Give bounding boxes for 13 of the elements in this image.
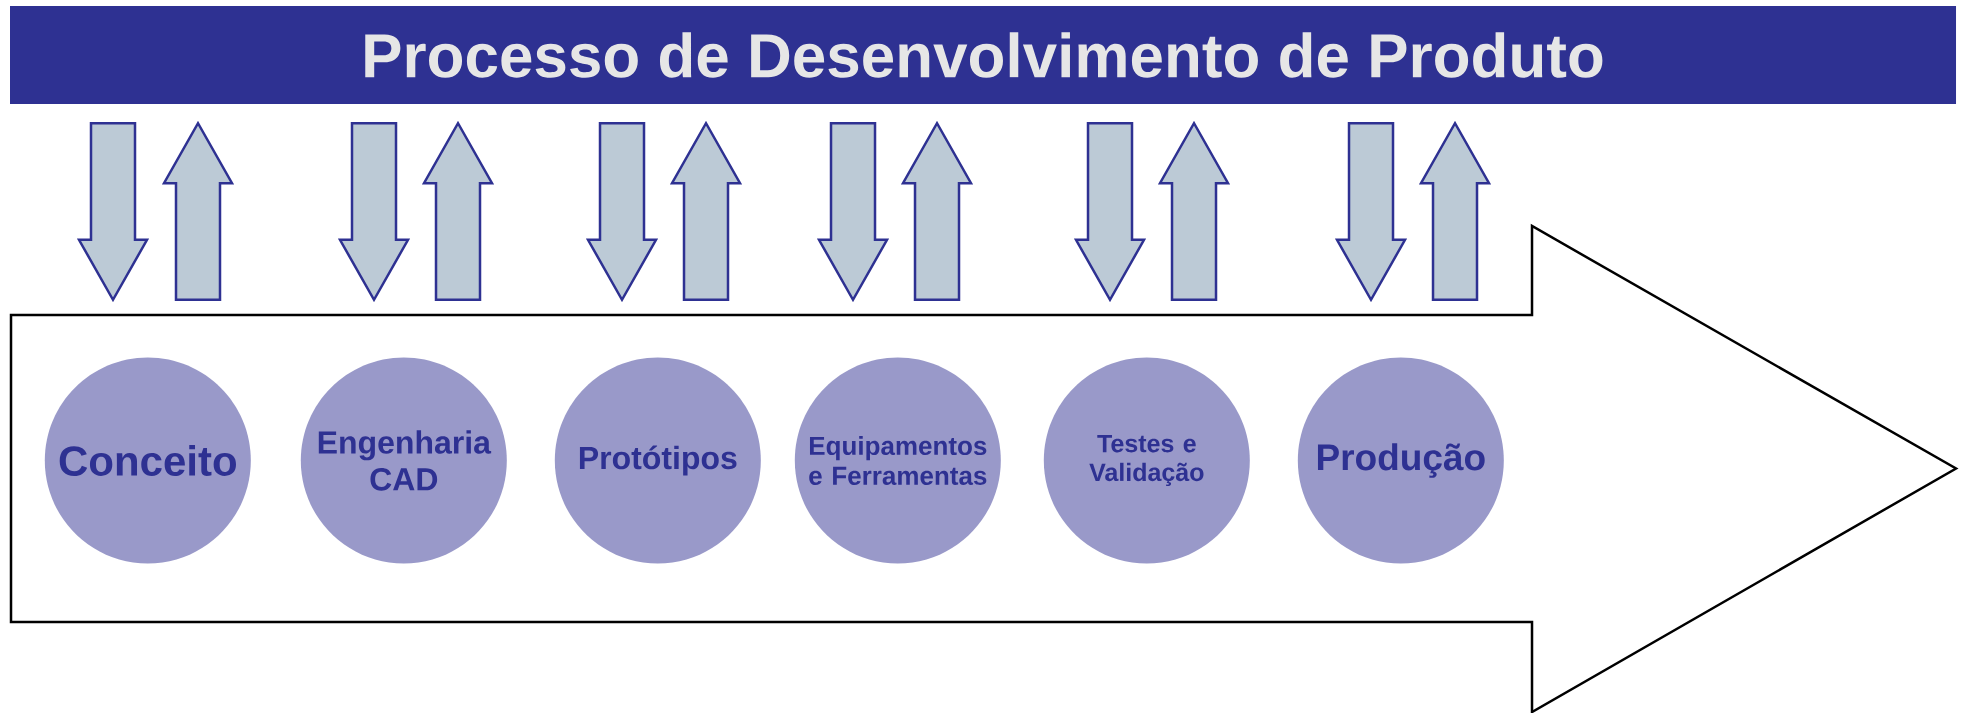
block-arrow: [900, 120, 974, 302]
block-arrow: [1334, 121, 1408, 303]
block-arrow: [669, 120, 743, 302]
block-arrow: [585, 121, 659, 303]
block-arrow: [1157, 120, 1231, 302]
block-arrow: [1418, 120, 1492, 302]
block-arrow: [337, 121, 411, 303]
block-arrow: [161, 120, 235, 302]
block-arrow: [816, 121, 890, 303]
title-banner: Processo de Desenvolvimento de Produto: [10, 6, 1956, 104]
block-arrow: [1073, 121, 1147, 303]
block-arrow: [76, 121, 150, 303]
block-arrow: [421, 120, 495, 302]
